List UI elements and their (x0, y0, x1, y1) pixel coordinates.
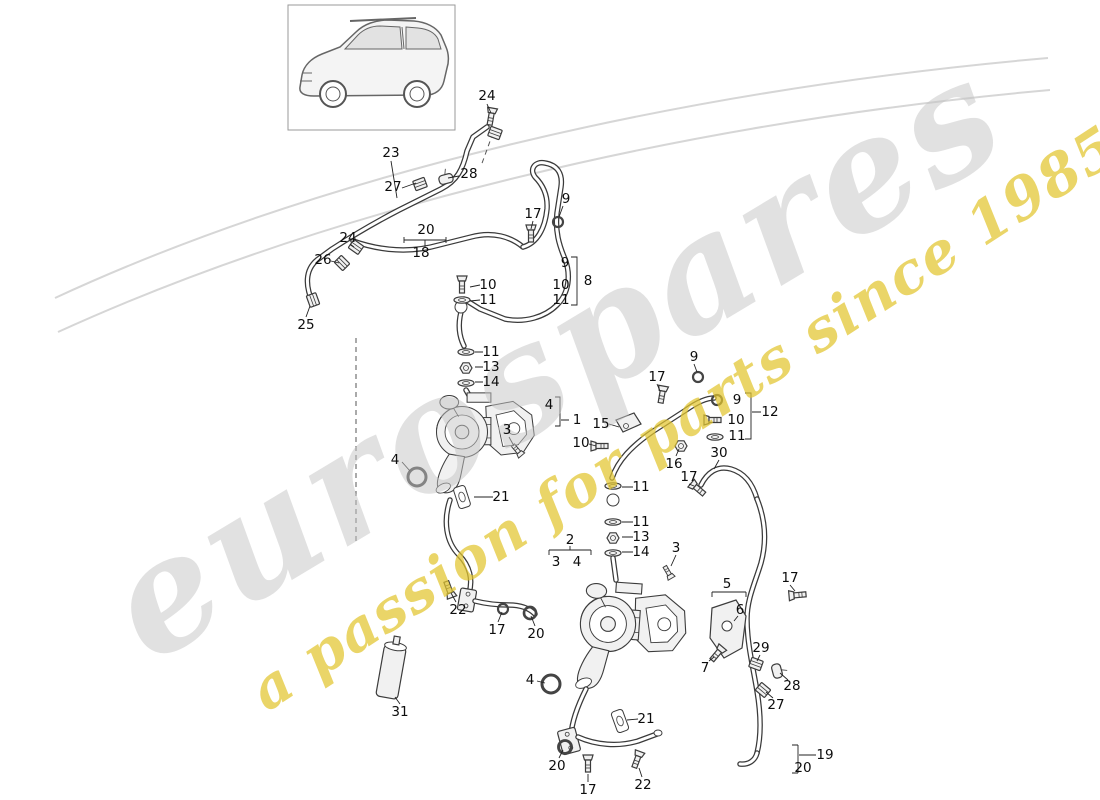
oil-return-pipe-19 (687, 465, 808, 767)
callout-10: 10 (727, 412, 745, 428)
callout-17: 17 (680, 469, 698, 485)
callout-1: 1 (572, 412, 582, 428)
callout-31: 31 (391, 704, 409, 720)
callout-27: 27 (384, 179, 402, 195)
callout-4: 4 (572, 554, 582, 570)
turbo2-oil-drain (557, 686, 663, 773)
callout-21: 21 (637, 711, 655, 727)
callout-20: 20 (417, 222, 435, 238)
callout-10: 10 (479, 277, 497, 293)
callout-16: 16 (665, 456, 683, 472)
callout-11: 11 (479, 292, 497, 308)
callout-6: 6 (735, 602, 745, 618)
callout-18: 18 (412, 245, 430, 261)
oil-line-12 (590, 370, 724, 583)
turbocharger-2 (540, 563, 690, 734)
callout-4: 4 (390, 452, 400, 468)
callout-9: 9 (561, 191, 571, 207)
car-thumbnail (287, 4, 456, 131)
callout-3: 3 (502, 422, 512, 438)
callout-3: 3 (671, 540, 681, 556)
callout-9: 9 (560, 255, 570, 271)
callout-11: 11 (552, 292, 570, 308)
callout-10: 10 (572, 435, 590, 451)
callout-4: 4 (525, 672, 535, 688)
callout-20: 20 (548, 758, 566, 774)
callout-17: 17 (524, 206, 542, 222)
callout-9: 9 (689, 349, 699, 365)
fold-lines (355, 132, 494, 545)
callout-21: 21 (492, 489, 510, 505)
turbo1-oil-drain (440, 497, 538, 621)
sealant-tube-31 (375, 635, 407, 700)
callout-14: 14 (632, 544, 650, 560)
callout-29: 29 (752, 640, 770, 656)
callout-14: 14 (482, 374, 500, 390)
callout-7: 7 (700, 660, 710, 676)
callout-25: 25 (297, 317, 315, 333)
callout-24: 24 (478, 88, 496, 104)
callout-19: 19 (816, 747, 834, 763)
turbocharger-1 (406, 392, 535, 510)
group-brackets (403, 237, 799, 774)
callout-11: 11 (482, 344, 500, 360)
callout-13: 13 (482, 359, 500, 375)
callout-11: 11 (632, 514, 650, 530)
leader-lines (305, 103, 816, 782)
callout-20: 20 (527, 626, 545, 642)
callout-17: 17 (648, 369, 666, 385)
callout-10: 10 (552, 277, 570, 293)
callout-3: 3 (551, 554, 561, 570)
callout-9: 9 (732, 392, 742, 408)
callout-27: 27 (767, 697, 785, 713)
callout-28: 28 (783, 678, 801, 694)
callout-12: 12 (761, 404, 779, 420)
callout-26: 26 (314, 252, 332, 268)
callout-11: 11 (632, 479, 650, 495)
callout-24: 24 (339, 230, 357, 246)
callout-5: 5 (722, 576, 732, 592)
callout-8: 8 (583, 273, 593, 289)
callout-22: 22 (634, 777, 652, 793)
callout-4: 4 (544, 397, 554, 413)
callout-17: 17 (781, 570, 799, 586)
callout-17: 17 (488, 622, 506, 638)
callout-22: 22 (449, 602, 467, 618)
callout-2: 2 (565, 532, 575, 548)
callout-30: 30 (710, 445, 728, 461)
callout-23: 23 (382, 145, 400, 161)
callout-28: 28 (460, 166, 478, 182)
callout-20: 20 (794, 760, 812, 776)
callout-11: 11 (728, 428, 746, 444)
callout-17: 17 (579, 782, 597, 798)
callout-13: 13 (632, 529, 650, 545)
bracket-5-assembly (707, 599, 747, 664)
watermark-swoosh (54, 57, 1051, 333)
callout-15: 15 (592, 416, 610, 432)
